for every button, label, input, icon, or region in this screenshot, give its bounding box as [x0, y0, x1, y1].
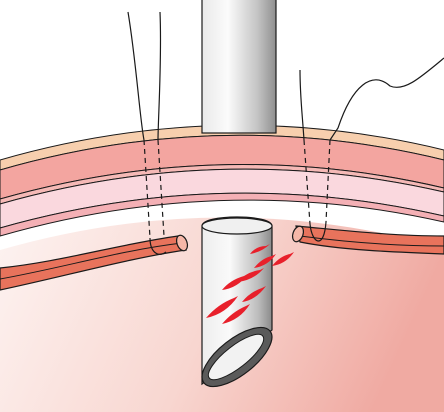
cannula-top-rim: [202, 218, 272, 234]
outer-tube: [202, 0, 276, 133]
